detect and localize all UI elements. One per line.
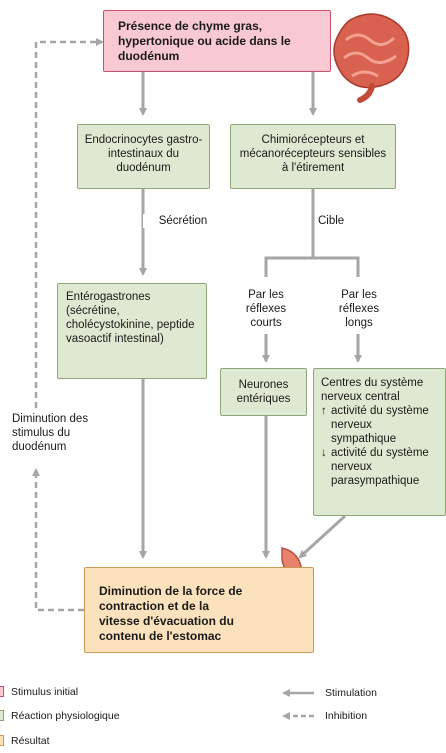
cible-label: Cible [318,214,358,228]
endocrinocytes-text: Endocrinocytes gastro-intestinaux du duo… [84,134,203,174]
initial-stimulus-text: Présence de chyme gras, hypertonique ou … [118,19,291,63]
down-arrow-icon: ↓ [321,447,327,459]
chimiorecepteurs-box: Chimiorécepteurs et mécanorécepteurs sen… [230,124,396,189]
inhibition-feedback-arrow [34,38,104,612]
result-text: Diminution de la force de contraction et… [99,584,243,643]
initial-stimulus-box: Présence de chyme gras, hypertonique ou … [103,10,331,72]
endocrinocytes-box: Endocrinocytes gastro-intestinaux du duo… [77,124,210,189]
intestine-illustration [333,13,410,103]
enterogastrones-text: Entérogastrones (sécrétine, cholécystoki… [66,291,195,345]
neurones-enteriques-box: Neurones entériques [220,368,307,416]
neurones-enteriques-text: Neurones entériques [236,379,291,405]
up-arrow-icon: ↑ [321,405,327,417]
legend-inhibition-text: Inhibition [325,710,368,722]
result-box: Diminution de la force de contraction et… [84,567,314,653]
centres-up-text: activité du système nerveux sympathique [331,405,429,445]
secretion-label: Sécrétion [143,214,223,228]
legend-reaction-text: Réaction physiologique [11,710,120,722]
enterogastrones-box: Entérogastrones (sécrétine, cholécystoki… [57,283,207,379]
legend-stimulus-text: Stimulus initial [11,686,79,698]
centres-snc-box: Centres du système nerveux central ↑ act… [313,368,446,516]
legend-reaction-swatch [0,710,4,721]
reflexes-courts-label: Par les réflexes courts [232,288,300,330]
centres-down-text: activité du système nerveux parasympathi… [331,447,429,487]
chimiorecepteurs-text: Chimiorécepteurs et mécanorécepteurs sen… [239,134,387,174]
feedback-label: Diminution des stimulus du duodénum [12,412,104,454]
legend-result-swatch [0,735,4,746]
reflexes-longs-label: Par les réflexes longs [328,288,390,330]
legend-stimulus-swatch [0,686,4,697]
connector-arrows [139,72,362,559]
centres-title: Centres du système nerveux central [321,377,424,403]
legend-stimulation-text: Stimulation [325,687,377,699]
legend-result-text: Résultat [11,735,50,747]
